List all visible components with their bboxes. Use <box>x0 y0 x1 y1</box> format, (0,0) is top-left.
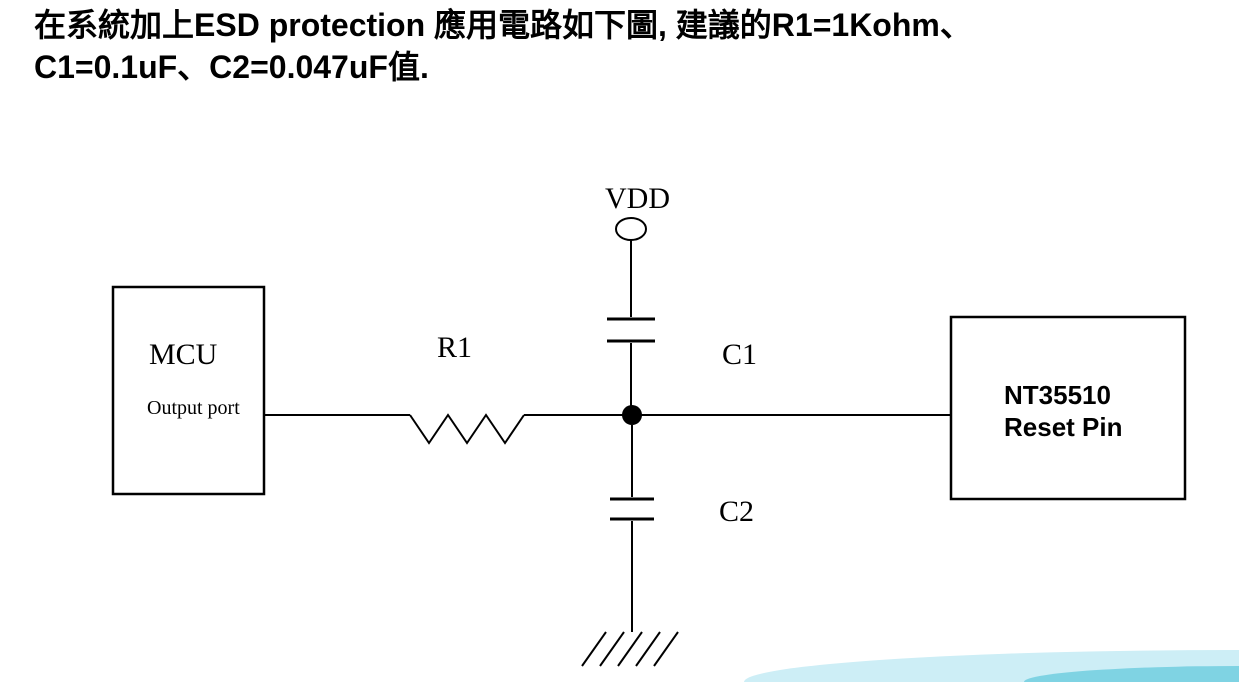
vdd-terminal-icon <box>615 217 647 241</box>
ic-box <box>949 315 1187 501</box>
mcu-output-port-label: Output port <box>147 397 240 419</box>
caption-line-2: C1=0.1uF、C2=0.047uF值. <box>34 49 429 86</box>
mcu-box <box>111 285 266 496</box>
r1-label: R1 <box>437 331 472 364</box>
caption-line-1: 在系統加上ESD protection 應用電路如下圖, 建議的R1=1Kohm… <box>34 7 972 43</box>
junction-node-icon <box>622 405 642 425</box>
caption-text: 在系統加上ESD protection 應用電路如下圖, 建議的R1=1Kohm… <box>34 4 1224 88</box>
resistor-r1-icon <box>409 413 525 445</box>
ground-icon <box>581 631 679 667</box>
ic-box-name: NT35510 <box>1004 380 1111 410</box>
mcu-box-title: MCU <box>149 338 218 371</box>
c1-label: C1 <box>722 338 757 371</box>
ic-box-pin-label: Reset Pin <box>1004 412 1123 442</box>
c2-label: C2 <box>719 495 754 528</box>
vdd-label: VDD <box>605 182 670 215</box>
